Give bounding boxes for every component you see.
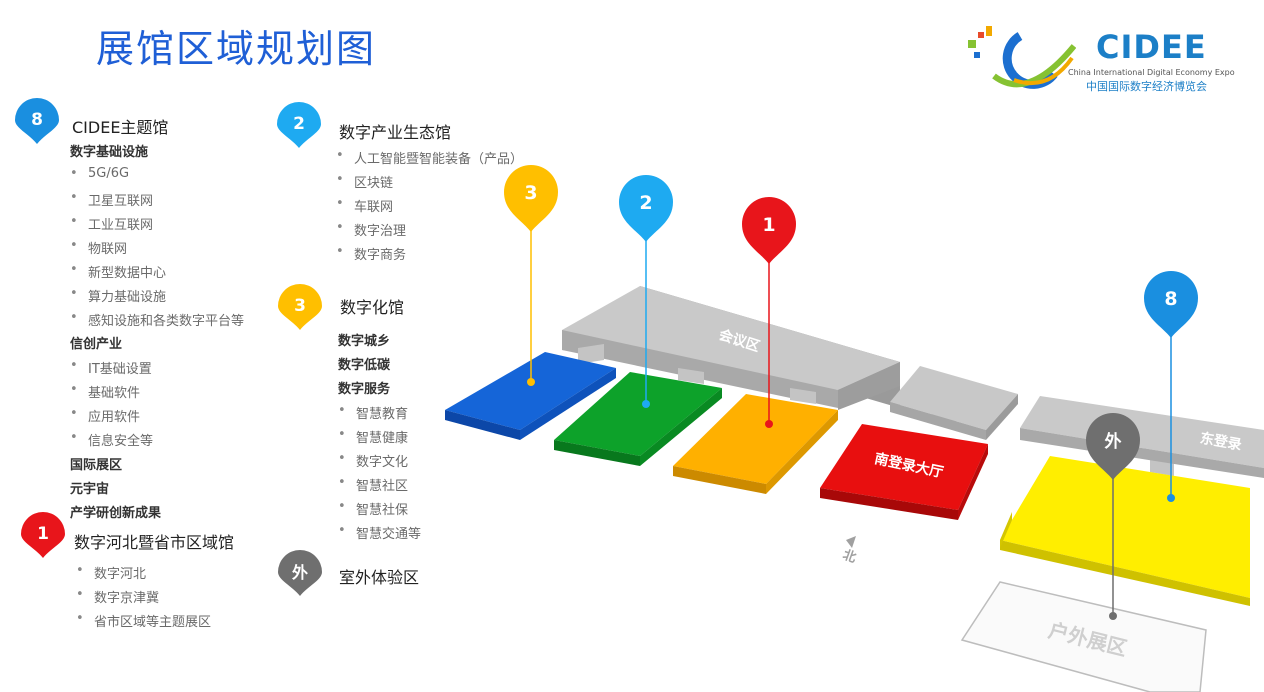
logo-wordmark: CIDEE — [1096, 28, 1207, 66]
hall2-item: 人工智能暨智能装备（产品） — [336, 148, 523, 167]
hall3-heading: 数字低碳 — [338, 358, 391, 373]
hall3-name: 数字化馆 — [340, 298, 405, 317]
map-pin-8-label: 8 — [1164, 288, 1177, 310]
hall3-item: 数字文化 — [338, 451, 408, 470]
north-arrow-icon — [846, 536, 856, 548]
north-label: 北 — [841, 548, 858, 567]
hall8-name: CIDEE主题馆 — [72, 118, 169, 137]
map-pin-2-label: 2 — [639, 192, 652, 214]
hall1-badge-number: 1 — [37, 524, 49, 544]
hall2-item: 车联网 — [336, 196, 393, 215]
hall3-item: 智慧社区 — [338, 475, 408, 494]
hall8-item: 5G/6G — [70, 166, 129, 181]
hall2-item: 区块链 — [336, 172, 393, 191]
page-title: 展馆区域规划图 — [96, 27, 377, 71]
hall8-group-heading: 产学研创新成果 — [70, 506, 162, 521]
hall3-badge: 3 — [276, 284, 324, 332]
hall8-group-heading: 国际展区 — [70, 458, 123, 473]
hall8-badge-number: 8 — [31, 110, 43, 130]
south-registration-hall: 南登录大厅 — [820, 424, 988, 520]
east-registration-hall: 东登录 — [1020, 396, 1264, 478]
hall8-item: 新型数据中心 — [70, 262, 166, 281]
map-pin-outdoor-label: 外 — [1105, 431, 1122, 452]
hall8-item: IT基础设置 — [70, 358, 152, 377]
cidee-logo — [964, 18, 1234, 102]
hall2-badge-number: 2 — [293, 114, 305, 134]
hall8-group-heading: 元宇宙 — [70, 482, 110, 497]
hall1-name: 数字河北暨省市区域馆 — [74, 533, 235, 552]
hall3-heading: 数字服务 — [338, 382, 391, 397]
zone-yellow — [1000, 456, 1250, 606]
outdoor-badge: 外 — [276, 550, 324, 598]
logo-emblem-icon — [968, 26, 1077, 89]
logo-english-name: China International Digital Economy Expo — [1068, 68, 1235, 77]
hall8-item: 工业互联网 — [70, 214, 153, 233]
hall1-item: 数字河北 — [76, 563, 146, 582]
hall3-badge-number: 3 — [294, 296, 306, 316]
outdoor-badge-label: 外 — [291, 563, 308, 582]
hall1-badge: 1 — [19, 512, 67, 560]
hall2-badge: 2 — [275, 102, 323, 150]
hall2-item: 数字商务 — [336, 244, 406, 263]
north-indicator: 北 — [841, 536, 858, 566]
map-pin-1: 1 — [742, 197, 796, 428]
hall8-item: 信息安全等 — [70, 430, 153, 449]
hall8-badge: 8 — [13, 98, 61, 146]
hall8-item: 基础软件 — [70, 382, 140, 401]
outdoor-name: 室外体验区 — [339, 568, 420, 587]
zone-green — [554, 372, 722, 466]
zone-blue — [445, 352, 616, 440]
map-pin-3: 3 — [504, 165, 558, 386]
zone-orange — [673, 394, 838, 494]
hall8-item: 应用软件 — [70, 406, 140, 425]
outdoor-exhibition-area: 户外展区 — [960, 581, 1207, 692]
hall1-item: 数字京津冀 — [76, 587, 159, 606]
hall8-item: 卫星互联网 — [70, 190, 153, 209]
hall1-item: 省市区域等主题展区 — [76, 611, 211, 630]
logo-chinese-name: 中国国际数字经济博览会 — [1086, 80, 1207, 93]
hall8-item: 物联网 — [70, 238, 127, 257]
hall3-item: 智慧交通等 — [338, 523, 421, 542]
hall3-item: 智慧教育 — [338, 403, 408, 422]
grey-pavilion — [890, 366, 1018, 440]
hall8-group-heading: 数字基础设施 — [70, 145, 149, 160]
hall3-item: 智慧社保 — [338, 499, 408, 518]
map-pin-3-label: 3 — [524, 182, 537, 204]
hall2-name: 数字产业生态馆 — [339, 123, 452, 142]
hall8-group-heading: 信创产业 — [70, 337, 123, 352]
hall2-item: 数字治理 — [336, 220, 406, 239]
hall8-item: 感知设施和各类数字平台等 — [70, 310, 244, 329]
map-pin-1-label: 1 — [762, 214, 775, 236]
map-pin-2: 2 — [619, 175, 673, 408]
map-pin-8: 8 — [1144, 271, 1198, 502]
hall3-item: 智慧健康 — [338, 427, 408, 446]
hall3-heading: 数字城乡 — [338, 334, 391, 349]
map-pin-outdoor: 外 — [1086, 413, 1140, 620]
hall8-item: 算力基础设施 — [70, 286, 166, 305]
